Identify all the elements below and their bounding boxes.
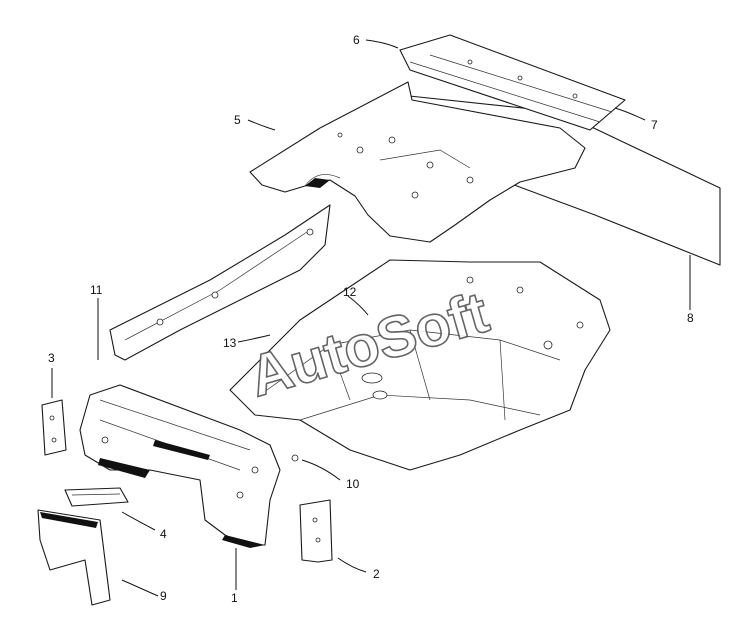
callout-2: 2 [373, 567, 380, 581]
part-9-side-reinforcement [37, 509, 111, 606]
callout-8: 8 [687, 311, 694, 325]
callout-11: 11 [90, 283, 103, 297]
callout-10: 10 [346, 477, 360, 491]
part-10-washer [291, 454, 299, 462]
callout-7: 7 [651, 118, 658, 132]
part-3-bracket [41, 399, 67, 456]
callout-3: 3 [48, 351, 55, 365]
callout-9: 9 [160, 589, 167, 603]
callout-12: 12 [343, 285, 357, 299]
callout-4: 4 [160, 527, 167, 541]
part-1-front-floor-panel [79, 384, 281, 548]
part-5-floor-cover [249, 81, 586, 243]
part-2-right-bracket [299, 499, 333, 563]
part-6-rear-strip [399, 34, 626, 131]
main-floor-pan [229, 259, 611, 471]
callout-6: 6 [353, 33, 360, 47]
part-4-lower-bracket [64, 487, 129, 507]
callout-5: 5 [234, 113, 241, 127]
callout-13: 13 [223, 336, 237, 350]
leader-lines [51, 39, 691, 597]
callout-1: 1 [231, 591, 238, 605]
part-11-side-rail [109, 204, 331, 361]
